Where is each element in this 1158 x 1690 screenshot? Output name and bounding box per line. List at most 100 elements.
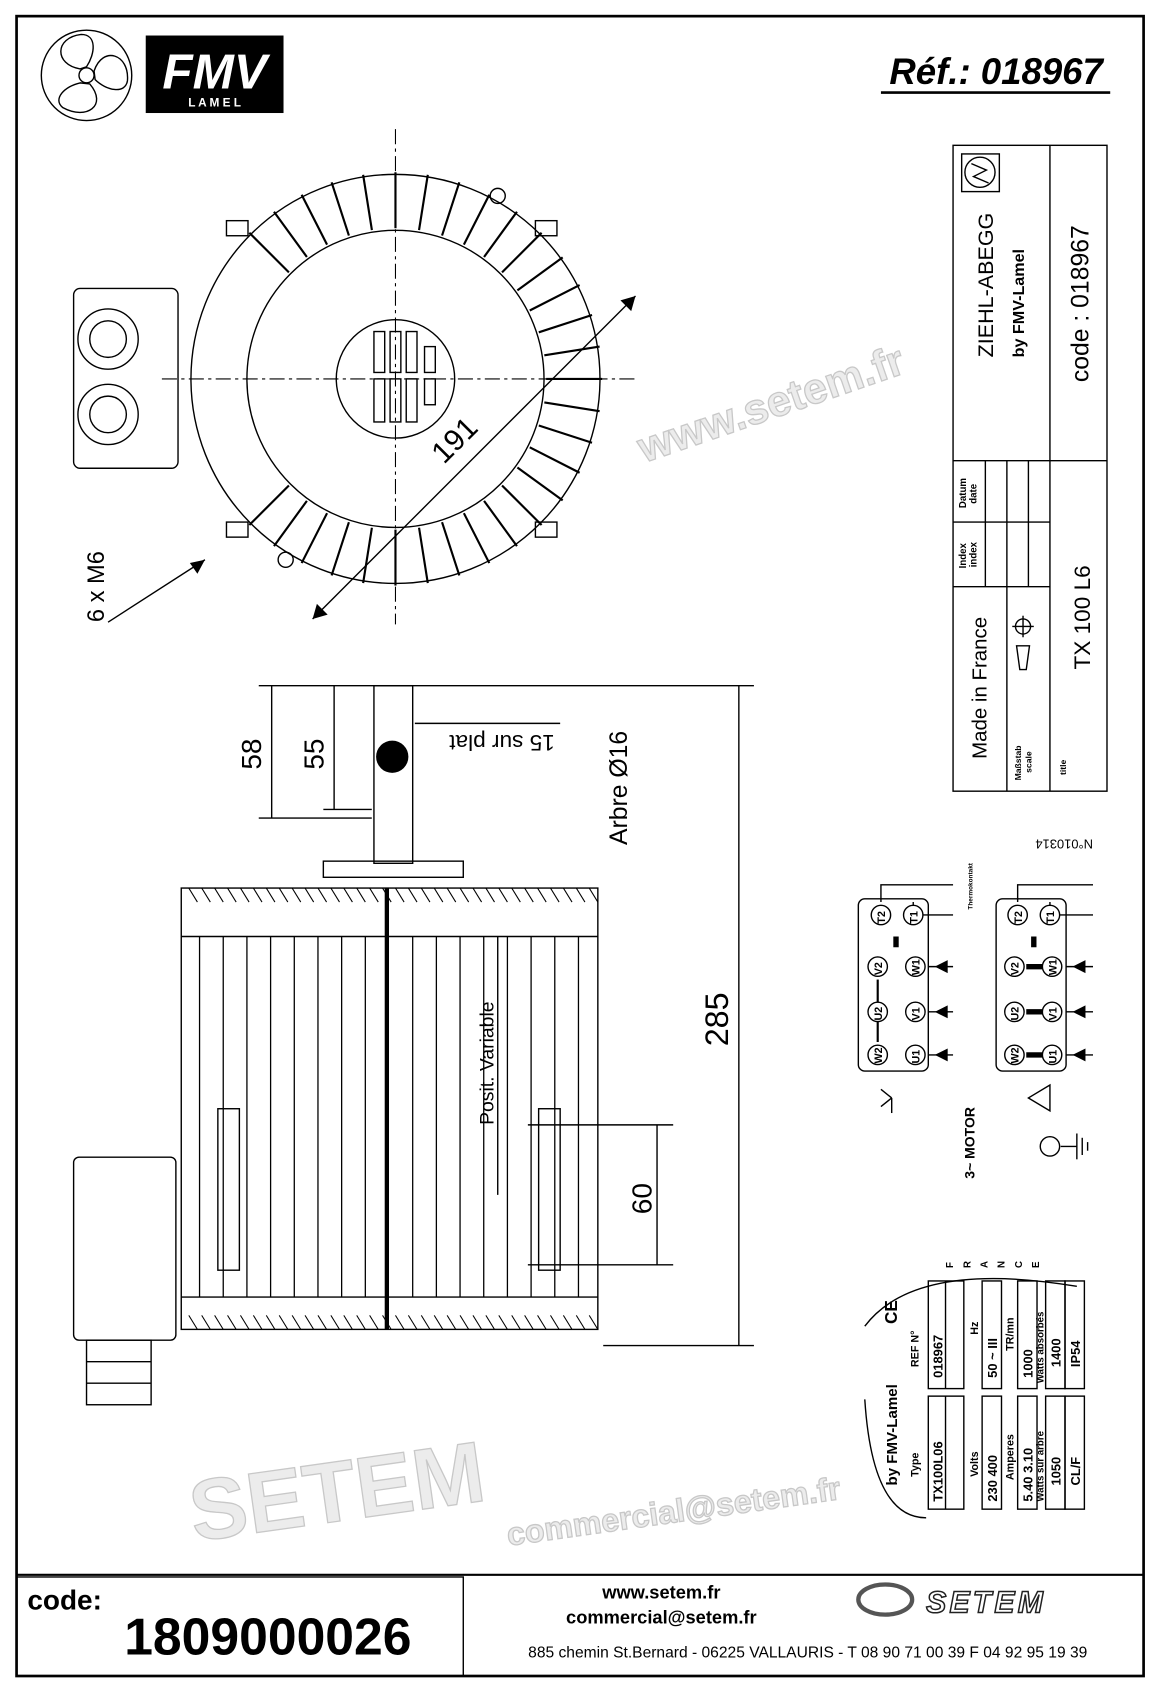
svg-text:index: index	[969, 541, 980, 567]
nameplate-watts-shaft: 1050	[1049, 1457, 1064, 1486]
svg-text:R: R	[962, 1261, 973, 1268]
reference-number: Réf.: 018967	[889, 51, 1104, 92]
terminal-T2	[1007, 904, 1029, 926]
svg-text:Type: Type	[910, 1453, 922, 1477]
svg-text:SETEM: SETEM	[926, 1586, 1046, 1619]
projection-symbol-icon	[1012, 615, 1034, 671]
grille-line	[524, 1315, 534, 1330]
cooling-fin	[300, 194, 329, 246]
cooling-fin	[248, 484, 290, 526]
grille-line	[485, 1315, 495, 1330]
grille-line	[252, 1315, 263, 1330]
motor-terminal-box	[72, 1156, 177, 1406]
cooling-fin	[529, 446, 581, 474]
drawing-number: N°010314	[1035, 837, 1093, 852]
grille-line	[459, 1315, 470, 1330]
grille-line	[343, 887, 353, 903]
delta-symbol-icon	[1027, 1083, 1051, 1113]
grille-line	[420, 1315, 431, 1330]
nameplate-class: CL/F	[1068, 1457, 1083, 1486]
grille-line	[304, 887, 315, 903]
motor-title: TX 100 L6	[1070, 565, 1095, 669]
terminal-label: W1	[1047, 959, 1059, 975]
watermark-url: www.setem.fr	[631, 336, 911, 472]
dimension-58: 58	[236, 739, 267, 770]
footer-email[interactable]: commercial@setem.fr	[566, 1606, 757, 1627]
dimension-position: Posit. Variable	[476, 1001, 498, 1124]
grille-line	[588, 1315, 599, 1330]
terminal-V1	[904, 1001, 926, 1023]
grille-line	[562, 887, 573, 903]
terminal-label: U1	[911, 1050, 923, 1064]
svg-text:Datum: Datum	[958, 478, 969, 508]
terminal-box	[72, 287, 179, 469]
motor-end-view: 191 6 x M6	[72, 129, 637, 625]
grille-line	[240, 887, 250, 903]
terminal-W2	[1004, 1044, 1025, 1066]
terminal-U2	[867, 1001, 889, 1023]
grille-line	[498, 1315, 508, 1330]
svg-text:TR/mn: TR/mn	[1004, 1317, 1016, 1350]
grille-line	[472, 887, 483, 903]
svg-text:C: C	[1014, 1261, 1025, 1268]
grille-line	[317, 887, 328, 903]
cooling-fin	[529, 284, 581, 312]
svg-text:FMV: FMV	[162, 44, 270, 99]
terminal-label: V1	[1047, 1007, 1059, 1020]
svg-text:Volts: Volts	[969, 1451, 981, 1477]
cooling-fin	[538, 424, 593, 444]
grille-line	[524, 887, 534, 903]
grille-line	[330, 887, 340, 903]
made-in-france: Made in France	[968, 617, 991, 759]
terminal-U1	[1041, 1044, 1063, 1066]
fmv-lamel-logo: FMV L A M E L	[145, 35, 284, 114]
earth-symbol-icon	[1039, 1133, 1089, 1160]
grille-line	[265, 1315, 276, 1330]
svg-text:A: A	[980, 1261, 991, 1268]
svg-text:Watts sur arbre: Watts sur arbre	[1035, 1430, 1046, 1501]
grille-line	[420, 887, 431, 903]
title-block: ZIEHL-ABEGG by FMV-Lamel code : 018967 D…	[952, 144, 1108, 852]
grille-line	[382, 887, 392, 903]
ziehl-abegg-logo-icon	[960, 153, 1001, 193]
grille-line	[511, 1315, 521, 1330]
dimension-55: 55	[298, 739, 329, 770]
cooling-fin	[501, 232, 543, 274]
motor-side-view: 58 55 15 sur plat Arbre Ø16 285 Posit. V…	[72, 684, 754, 1406]
arrow-icon	[934, 960, 948, 974]
grille-line	[317, 1315, 328, 1330]
grille-line	[511, 887, 521, 903]
grille-line	[356, 1315, 366, 1330]
svg-text:Hz: Hz	[969, 1322, 981, 1335]
arrow-icon	[934, 1005, 948, 1019]
arrow-icon	[1072, 1005, 1086, 1019]
dimension-flat: 15 sur plat	[449, 730, 555, 755]
grille-line	[369, 1315, 379, 1330]
star-symbol-icon	[880, 1088, 893, 1114]
grille-line	[201, 887, 211, 903]
terminal-label: W1	[911, 959, 923, 975]
dimension-shaft: Arbre Ø16	[606, 731, 633, 845]
cooling-fin	[417, 527, 429, 584]
grille-line	[588, 887, 599, 903]
terminal-V1	[1041, 1001, 1063, 1023]
cooling-fin	[441, 521, 461, 576]
cooling-fin	[441, 182, 461, 236]
cooling-fin	[300, 512, 329, 564]
nameplate-hz: 50 ~ III	[985, 1338, 1000, 1378]
grille-line	[252, 887, 263, 903]
grille-line	[201, 1315, 211, 1330]
grille-line	[498, 887, 508, 903]
page-border	[15, 14, 1145, 1678]
terminal-T1	[1039, 904, 1061, 926]
svg-text:by FMV-Lamel: by FMV-Lamel	[1010, 249, 1028, 357]
svg-text:title: title	[1058, 760, 1068, 776]
terminal-W2	[867, 1044, 889, 1066]
grille-line	[446, 1315, 457, 1330]
grille-line	[472, 1315, 483, 1330]
footer-website[interactable]: www.setem.fr	[601, 1582, 720, 1603]
grille-line	[575, 1315, 586, 1330]
arrow-icon	[1072, 960, 1086, 974]
